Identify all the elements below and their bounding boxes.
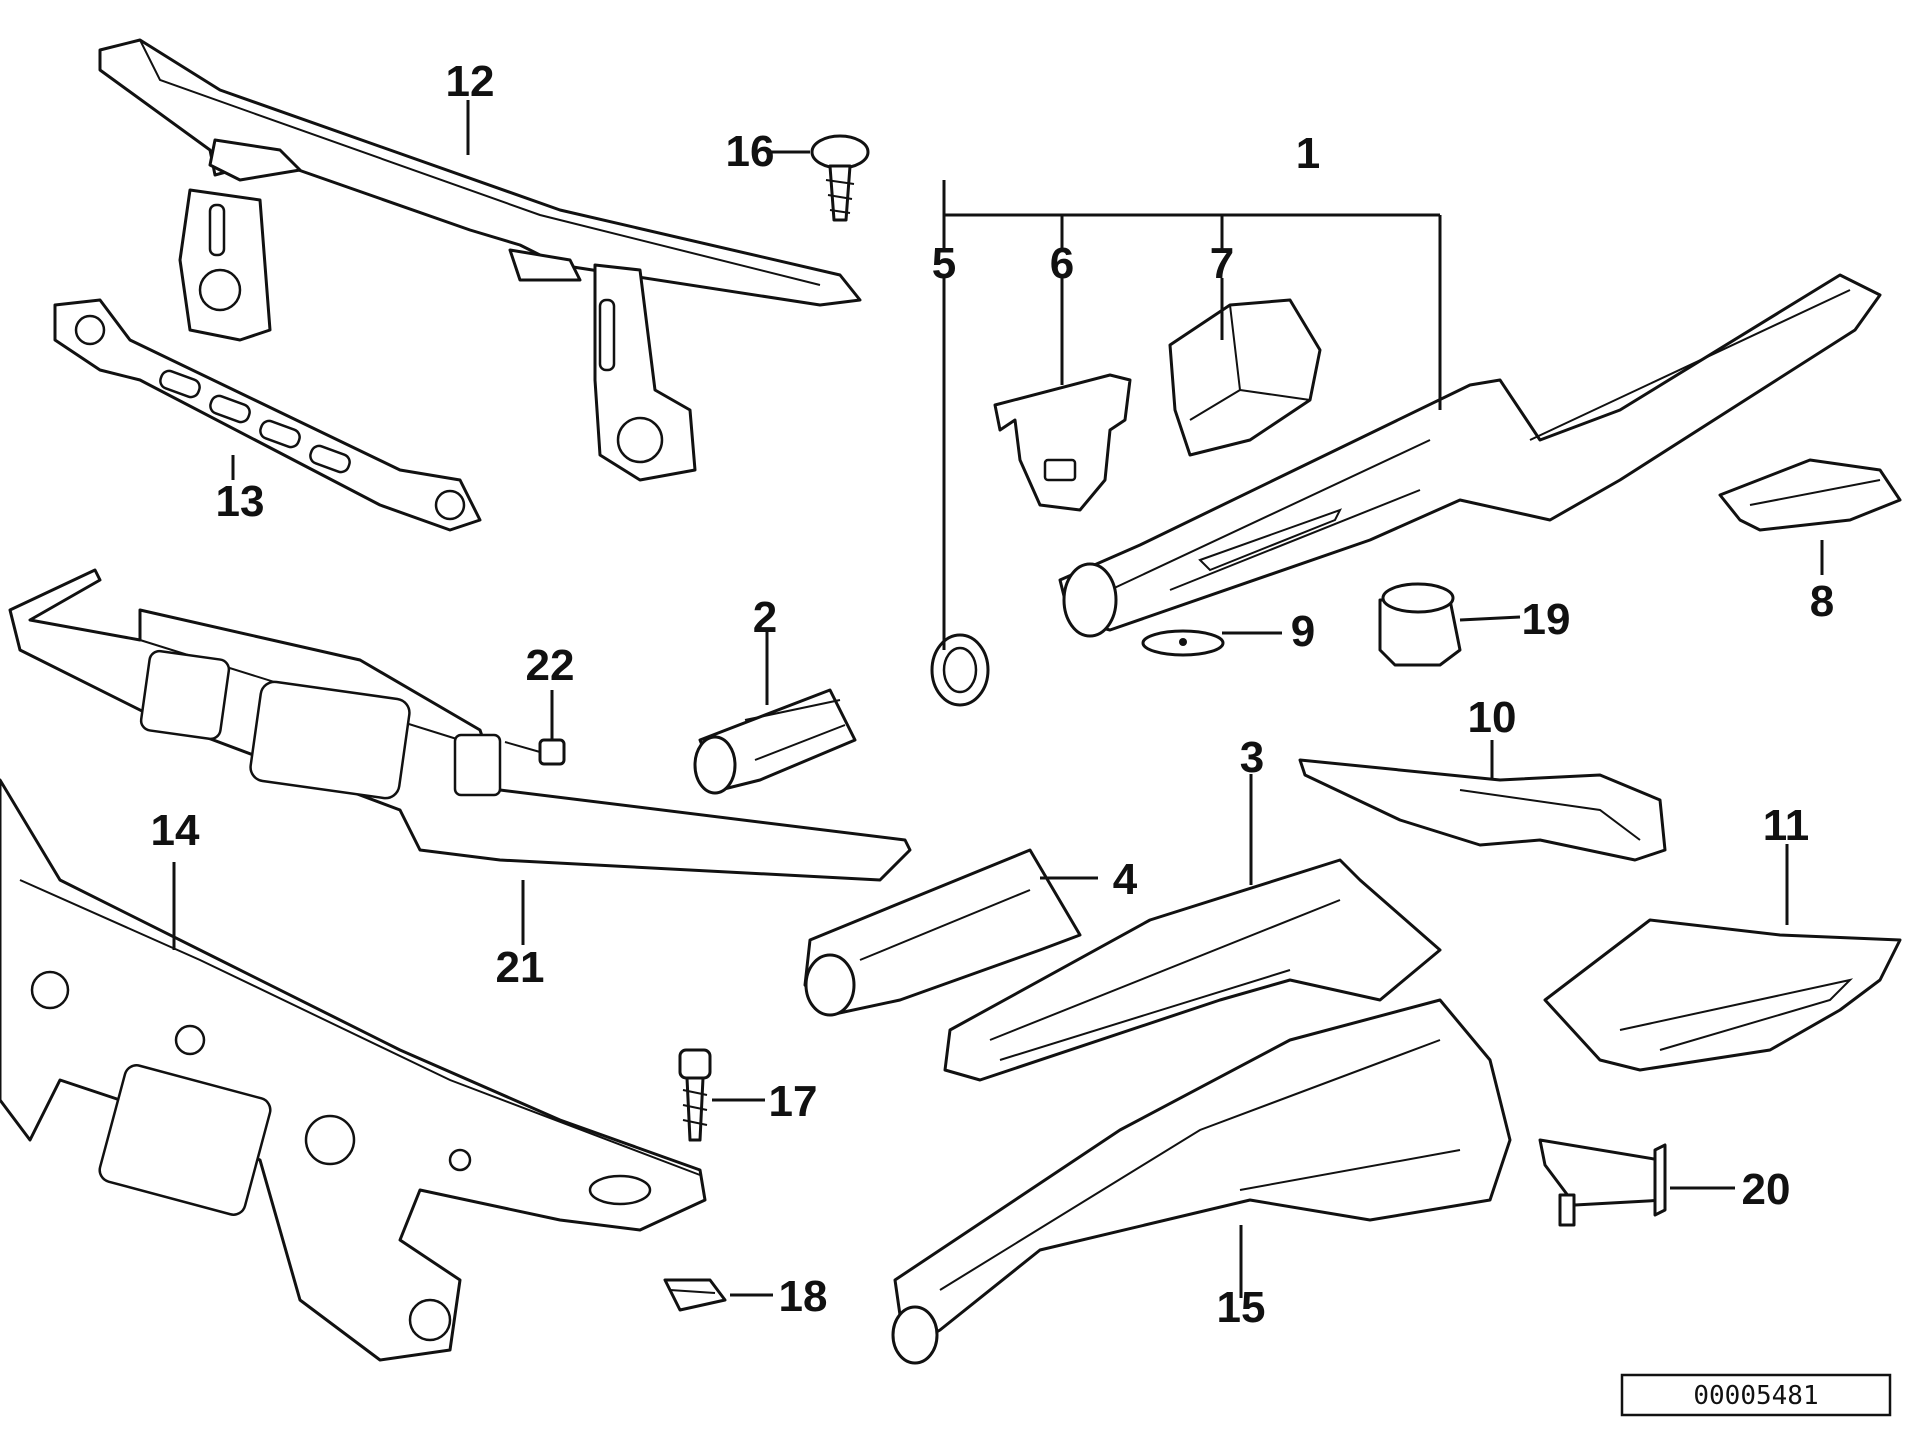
part-11-wheelhouse-panel <box>1543 918 1902 1072</box>
part-14-front-carrier <box>0 778 707 1362</box>
callout-17: 17 <box>769 1077 818 1126</box>
callout-11: 11 <box>1763 801 1810 850</box>
part-2-sleeve <box>693 688 857 795</box>
callout-6: 6 <box>1050 239 1074 288</box>
callout-4: 4 <box>1113 855 1138 904</box>
callout-13: 13 <box>216 477 265 526</box>
callout-19: 19 <box>1522 595 1571 644</box>
part-19-mount <box>1378 582 1462 667</box>
callout-12: 12 <box>446 57 495 106</box>
part-13-lower-bracket <box>53 298 482 532</box>
part-7-box-bracket <box>1168 298 1322 457</box>
callout-8: 8 <box>1810 577 1834 626</box>
part-3-side-member <box>943 858 1442 1082</box>
part-20-angle-bracket <box>1538 1138 1667 1227</box>
part-16-push-rivet <box>810 134 870 222</box>
part-5-sleeve <box>930 633 990 707</box>
callout-18: 18 <box>779 1272 828 1321</box>
callout-22: 22 <box>526 641 575 690</box>
reference-number-box: 00005481 <box>1620 1373 1892 1417</box>
callout-14: 14 <box>151 806 200 855</box>
part-8-bracket <box>1718 458 1902 532</box>
callout-5: 5 <box>932 239 956 288</box>
part-4-member-section <box>803 848 1082 1017</box>
callout-9: 9 <box>1291 607 1315 656</box>
part-1-side-member <box>1058 273 1882 638</box>
part-22-bolt <box>504 738 566 766</box>
part-17-screw <box>678 1048 712 1142</box>
callout-3: 3 <box>1240 733 1264 782</box>
callout-21: 21 <box>496 943 545 992</box>
callout-15: 15 <box>1217 1283 1266 1332</box>
part-9-washer-plate <box>1141 629 1225 657</box>
callout-1: 1 <box>1296 129 1320 178</box>
part-18-clip-nut <box>663 1278 727 1312</box>
callout-10: 10 <box>1468 693 1517 742</box>
part-15-lower-side-member <box>891 998 1512 1365</box>
part-6-bracket <box>993 373 1132 512</box>
part-21-front-panel <box>8 568 912 882</box>
callout-7: 7 <box>1210 239 1234 288</box>
part-10-member <box>1298 758 1667 862</box>
callout-20: 20 <box>1742 1165 1791 1214</box>
part-12-upper-crossmember <box>98 38 862 482</box>
callout-2: 2 <box>753 593 777 642</box>
callout-16: 16 <box>726 127 775 176</box>
callout-labels: 12 16 1 5 6 7 13 8 9 19 22 2 10 3 11 14 … <box>151 57 1835 1332</box>
leader-lines <box>172 100 1824 1298</box>
reference-number: 00005481 <box>1693 1381 1818 1411</box>
